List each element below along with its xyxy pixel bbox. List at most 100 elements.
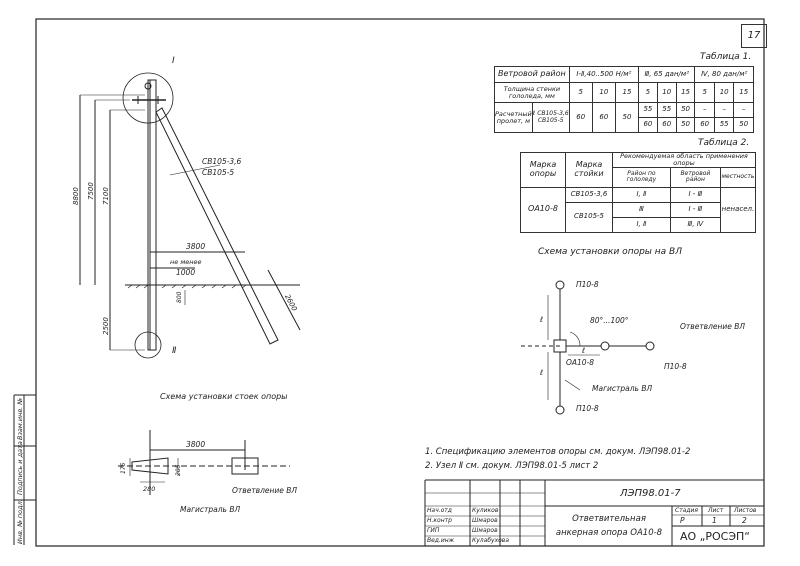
dim-3800: 3800 [186,242,206,251]
dim-1000: 1000 [176,268,196,277]
table1-l-symbol: ℓ [532,110,536,118]
plan-branch: Ответвление ВЛ [232,486,298,495]
table2-wind-2: Ⅲ, Ⅳ [669,216,721,233]
plan-dim-280: 280 [143,485,156,493]
plan-title-1: Схема установки стоек опоры [160,392,288,401]
table1-ice: 5 [568,82,593,103]
drawing-frame [35,18,765,547]
stamp-replace-inv: Взам.инв. № [16,397,24,440]
table1-title: Таблица 1. [700,52,752,62]
table2-col3: Рекомендуемая область применения опоры [612,152,756,168]
table1-span-b2: 50 [733,117,754,133]
table1-header-1: I-Ⅱ,40..500 Н/м² [568,66,640,83]
post2-label: СВ105-5 [202,168,235,177]
tb-name-0: Куликов [472,507,499,514]
table1-ice: 10 [591,82,616,103]
table1-span-b2: 60 [694,117,715,133]
table1-ice: 15 [733,82,754,103]
dim-7500: 7500 [87,182,95,200]
table1-span-b1: 55 [638,102,658,118]
table2-col1: Марка опоры [520,152,566,188]
table1-ice: 10 [713,82,735,103]
plan-scheme [118,430,290,495]
stamp-signature-date: Подпись и дата [16,441,24,495]
plan-dim-175: 175 [120,462,127,474]
table1-header-3: Ⅳ, 80 дан/м² [694,66,754,83]
scheme-title: Схема установки опоры на ВЛ [538,247,682,257]
tb-role-0: Нач.отд [427,507,452,514]
scheme-angle: 80°...100° [590,316,629,325]
title-block-lines [424,479,764,546]
roman-i: I [172,56,175,66]
table2-ice-0: I, Ⅱ [612,186,671,203]
table1-ice: 10 [656,82,677,103]
scheme-l-right: ℓ [582,346,586,355]
tb-sheet: 1 [712,516,717,525]
table1-span-b1: 55 [656,102,677,118]
tb-stage-h: Стадия [675,507,699,514]
table2-sub1: Район по гололеду [612,166,671,188]
sheet-number: 17 [741,24,767,48]
table2-terrain: ненасел. [719,186,757,233]
table1-span-b2: 50 [675,117,696,133]
table2: Марка опоры Марка стойки Рекомендуемая о… [520,152,757,233]
dim-7100: 7100 [102,187,110,205]
table2-wind-0: I - Ⅲ [669,186,721,203]
table1-post-0: СВ105-3,6 [537,110,569,118]
scheme-p-top: П10-8 [576,280,599,289]
table1-span-b1: – [713,102,735,118]
stamp-inv-orig: Инв. № подл. [16,499,24,544]
scheme-a-main: ОА10-8 [566,358,595,367]
table1-ice-label: Толщина стенки гололеда, мм [494,82,570,103]
main-pole [147,79,157,351]
tb-role-2: ГИП [427,527,440,534]
plan-dim-205: 205 [175,464,182,476]
table1-header-2: Ⅲ, 65 дан/м² [637,66,696,83]
tb-role-3: Вед.инж [427,537,455,544]
table1-span-b2: 60 [656,117,677,133]
plan-dim-3800: 3800 [186,440,206,449]
table1-span-b1: – [733,102,754,118]
table1-span-posts: ℓ СВ105-3,6 СВ105-5 [531,102,570,133]
drawing-title: Ответвительная анкерная опора ОА10-8 [555,514,663,538]
table2-ice-1: Ⅲ [612,201,671,218]
plan-main-line: Магистраль ВЛ [180,505,241,514]
table1-ice: 15 [614,82,640,103]
table2-ice-2: I, Ⅱ [612,216,671,233]
tb-sheets: 2 [742,516,747,525]
table2-post-0: СВ105-3,6 [565,186,613,203]
detail-circle-i [122,72,174,124]
pole-elevation [79,72,301,359]
left-stamp-lines [13,394,36,545]
dim-2500: 2500 [102,317,110,335]
table1-span-label: Расчетный пролет, м [494,102,533,133]
table1-span-a: 50 [614,102,640,133]
doc-code: ЛЭП98.01-7 [620,488,681,499]
table2-brand: ОА10-8 [520,186,566,233]
tb-stage: Р [680,516,685,525]
roman-ii: Ⅱ [172,346,177,356]
tb-name-1: Шмаров [472,517,498,524]
dim-8800: 8800 [72,187,80,205]
table2-col2: Марка стойки [565,152,613,188]
tb-sheet-h: Лист [708,507,724,514]
table1-post-1: СВ105-5 [537,116,564,124]
table2-post-1: СВ105-5 [565,201,613,233]
tb-role-1: Н.контр [427,517,452,524]
post1-label: СВ105-3,6 [202,157,242,166]
line-scheme [520,280,655,415]
note-1: 1. Спецификацию элементов опоры см. доку… [425,447,691,457]
scheme-l-bottom: ℓ [540,368,544,377]
table1-span-b2: 55 [713,117,735,133]
table1-span-b1: – [694,102,715,118]
dim-800: 800 [176,291,183,303]
table1-span-a: 60 [568,102,593,133]
table1-header-0: Ветровой район [494,66,570,83]
table2-wind-1: I - Ⅲ [669,201,721,218]
table1-span-a: 60 [591,102,616,133]
table2-sub3: местность [719,166,757,188]
table2-sub2: Ветровой район [669,166,721,188]
scheme-p-right: П10-8 [664,362,687,371]
table1-span-b2: 60 [638,117,658,133]
